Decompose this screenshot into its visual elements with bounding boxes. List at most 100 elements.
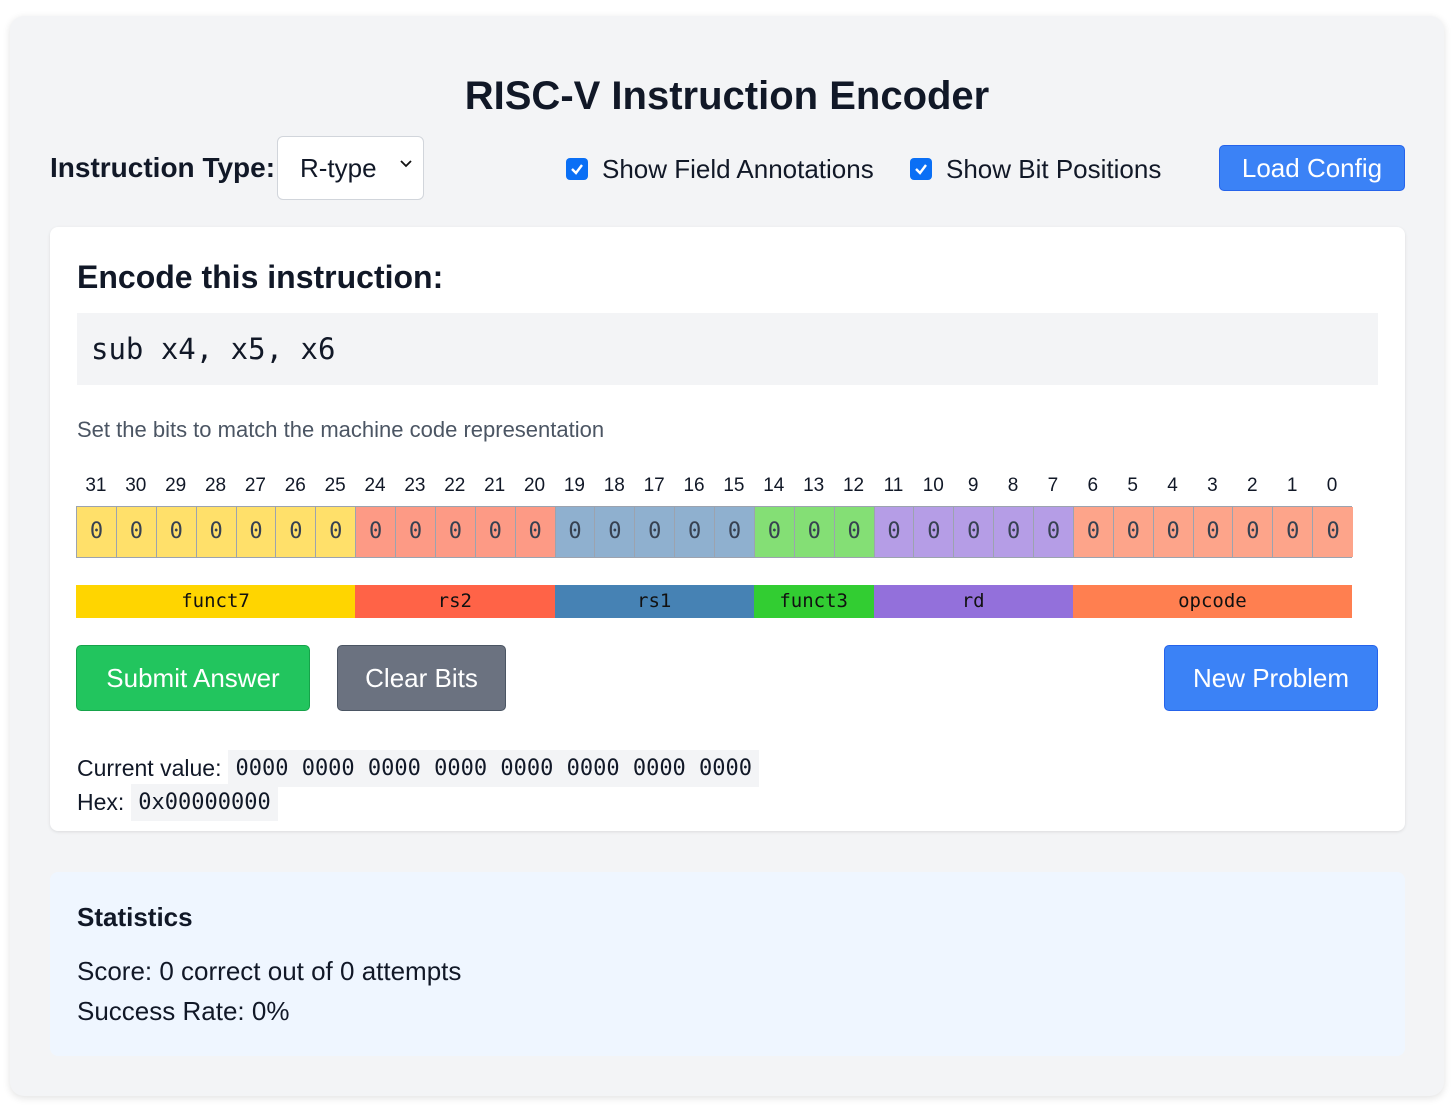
show-positions-label: Show Bit Positions <box>946 153 1162 184</box>
bit-toggle[interactable]: 0 <box>475 507 516 557</box>
bit-toggle[interactable]: 0 <box>156 507 197 557</box>
bit-position-label: 3 <box>1207 475 1218 496</box>
bit-position-label: 14 <box>763 475 785 496</box>
bit-position-label: 18 <box>603 475 625 496</box>
bit-toggle[interactable]: 0 <box>1153 507 1194 557</box>
bit-position-label: 2 <box>1247 475 1258 496</box>
hex-label: Hex: <box>77 789 125 815</box>
statistics-heading: Statistics <box>77 902 193 932</box>
bit-position-label: 27 <box>244 475 266 496</box>
bit-position-label: 15 <box>723 475 745 496</box>
bit-toggle[interactable]: 0 <box>914 507 955 557</box>
field-annotation-rd: rd <box>873 585 1073 618</box>
bit-toggle[interactable]: 0 <box>1113 507 1154 557</box>
bit-toggle[interactable]: 0 <box>1233 507 1274 557</box>
page-title: RISC-V Instruction Encoder <box>464 74 990 118</box>
bit-position-label: 24 <box>364 475 386 496</box>
bit-toggle[interactable]: 0 <box>1073 507 1114 557</box>
bit-toggle[interactable]: 0 <box>954 507 995 557</box>
bit-toggle[interactable]: 0 <box>994 507 1034 557</box>
bit-toggle[interactable]: 0 <box>754 507 795 557</box>
field-annotation-rs2: rs2 <box>355 585 555 618</box>
bit-position-label: 1 <box>1286 475 1298 496</box>
chevron-down-icon <box>400 160 412 168</box>
bit-position-label: 31 <box>85 475 107 496</box>
bit-toggle[interactable]: 0 <box>794 507 835 557</box>
bit-toggle[interactable]: 0 <box>1273 507 1314 557</box>
load-config-button[interactable]: Load Config <box>1219 145 1405 191</box>
bit-toggle[interactable]: 0 <box>1313 507 1353 557</box>
problem-heading: Encode this instruction: <box>77 259 444 295</box>
instruction-display: sub x4, x5, x6 <box>77 313 1378 385</box>
field-annotation-opcode: opcode <box>1072 585 1352 618</box>
controls-bar: Instruction Type: R-type Show Field Anno… <box>50 136 1405 200</box>
bit-toggle[interactable]: 0 <box>715 507 755 557</box>
field-annotation-funct3: funct3 <box>753 585 874 618</box>
bit-toggle[interactable]: 0 <box>675 507 715 557</box>
bit-toggle[interactable]: 0 <box>396 507 436 557</box>
score-text: Score: 0 correct out of 0 attempts <box>77 956 462 986</box>
clear-bits-button[interactable]: Clear Bits <box>337 645 506 711</box>
checkbox-checked-icon[interactable] <box>910 158 932 180</box>
new-problem-button[interactable]: New Problem <box>1164 645 1378 711</box>
bit-position-label: 17 <box>643 475 665 496</box>
bit-toggle[interactable]: 0 <box>236 507 277 557</box>
bit-position-label: 9 <box>967 475 979 496</box>
bit-position-label: 5 <box>1127 475 1138 496</box>
bit-position-label: 4 <box>1167 475 1178 496</box>
bit-toggle[interactable]: 0 <box>316 507 357 557</box>
bit-toggle[interactable]: 0 <box>635 507 676 557</box>
current-value: 0000 0000 0000 0000 0000 0000 0000 0000 <box>228 750 760 787</box>
bit-toggle[interactable]: 0 <box>196 507 237 557</box>
statistics-panel: Statistics Score: 0 correct out of 0 att… <box>50 872 1405 1056</box>
bit-toggle[interactable]: 0 <box>515 507 556 557</box>
bit-toggle[interactable]: 0 <box>1193 507 1234 557</box>
bit-toggle[interactable]: 0 <box>276 507 317 557</box>
bit-toggle[interactable]: 0 <box>834 507 875 557</box>
bit-toggle[interactable]: 0 <box>77 507 117 557</box>
hex-value: 0x00000000 <box>131 784 278 821</box>
bit-toggle[interactable]: 0 <box>116 507 157 557</box>
bit-position-label: 29 <box>165 475 187 496</box>
show-positions-checkbox[interactable]: Show Bit Positions <box>910 154 1161 184</box>
bit-position-label: 23 <box>404 475 426 496</box>
instruction-type-value: R-type <box>300 153 377 183</box>
encoder-app: RISC-V Instruction Encoder Instruction T… <box>10 16 1444 1096</box>
bit-position-label: 8 <box>1007 475 1019 496</box>
bit-toggle[interactable]: 0 <box>435 507 476 557</box>
checkbox-checked-icon[interactable] <box>566 158 588 180</box>
field-annotation-funct7: funct7 <box>76 585 356 618</box>
bit-position-label: 10 <box>922 475 944 496</box>
bit-position-label: 22 <box>444 475 466 496</box>
bit-position-label: 28 <box>204 475 227 496</box>
bit-position-label: 13 <box>803 475 825 496</box>
instruction-type-select[interactable]: R-type <box>277 136 424 200</box>
bit-position-label: 0 <box>1326 475 1338 496</box>
show-annotations-checkbox[interactable]: Show Field Annotations <box>566 154 874 184</box>
bit-position-label: 19 <box>563 475 585 496</box>
bit-toggle[interactable]: 0 <box>555 507 596 557</box>
bit-position-label: 30 <box>125 475 147 496</box>
submit-answer-button[interactable]: Submit Answer <box>76 645 310 711</box>
bit-toggle[interactable]: 0 <box>595 507 636 557</box>
hex-value-row: Hex: 0x00000000 <box>77 784 278 821</box>
bit-position-label: 25 <box>324 475 346 496</box>
current-value-label: Current value: <box>77 755 222 781</box>
bit-position-label: 11 <box>883 475 904 496</box>
bit-position-label: 12 <box>842 475 865 496</box>
problem-card: Encode this instruction: sub x4, x5, x6 … <box>50 227 1405 831</box>
bit-position-label: 7 <box>1047 475 1059 496</box>
bit-toggle[interactable]: 0 <box>356 507 396 557</box>
bit-toggle[interactable]: 0 <box>1034 507 1074 557</box>
bit-position-label: 16 <box>683 475 705 496</box>
bit-toggle[interactable]: 0 <box>874 507 915 557</box>
current-value-row: Current value: 0000 0000 0000 0000 0000 … <box>77 750 760 787</box>
field-annotation-rs1: rs1 <box>554 585 754 618</box>
bit-position-label: 6 <box>1087 475 1099 496</box>
problem-hint: Set the bits to match the machine code r… <box>77 417 605 442</box>
instruction-type-label: Instruction Type: <box>50 152 276 183</box>
bit-position-label: 20 <box>523 475 546 496</box>
